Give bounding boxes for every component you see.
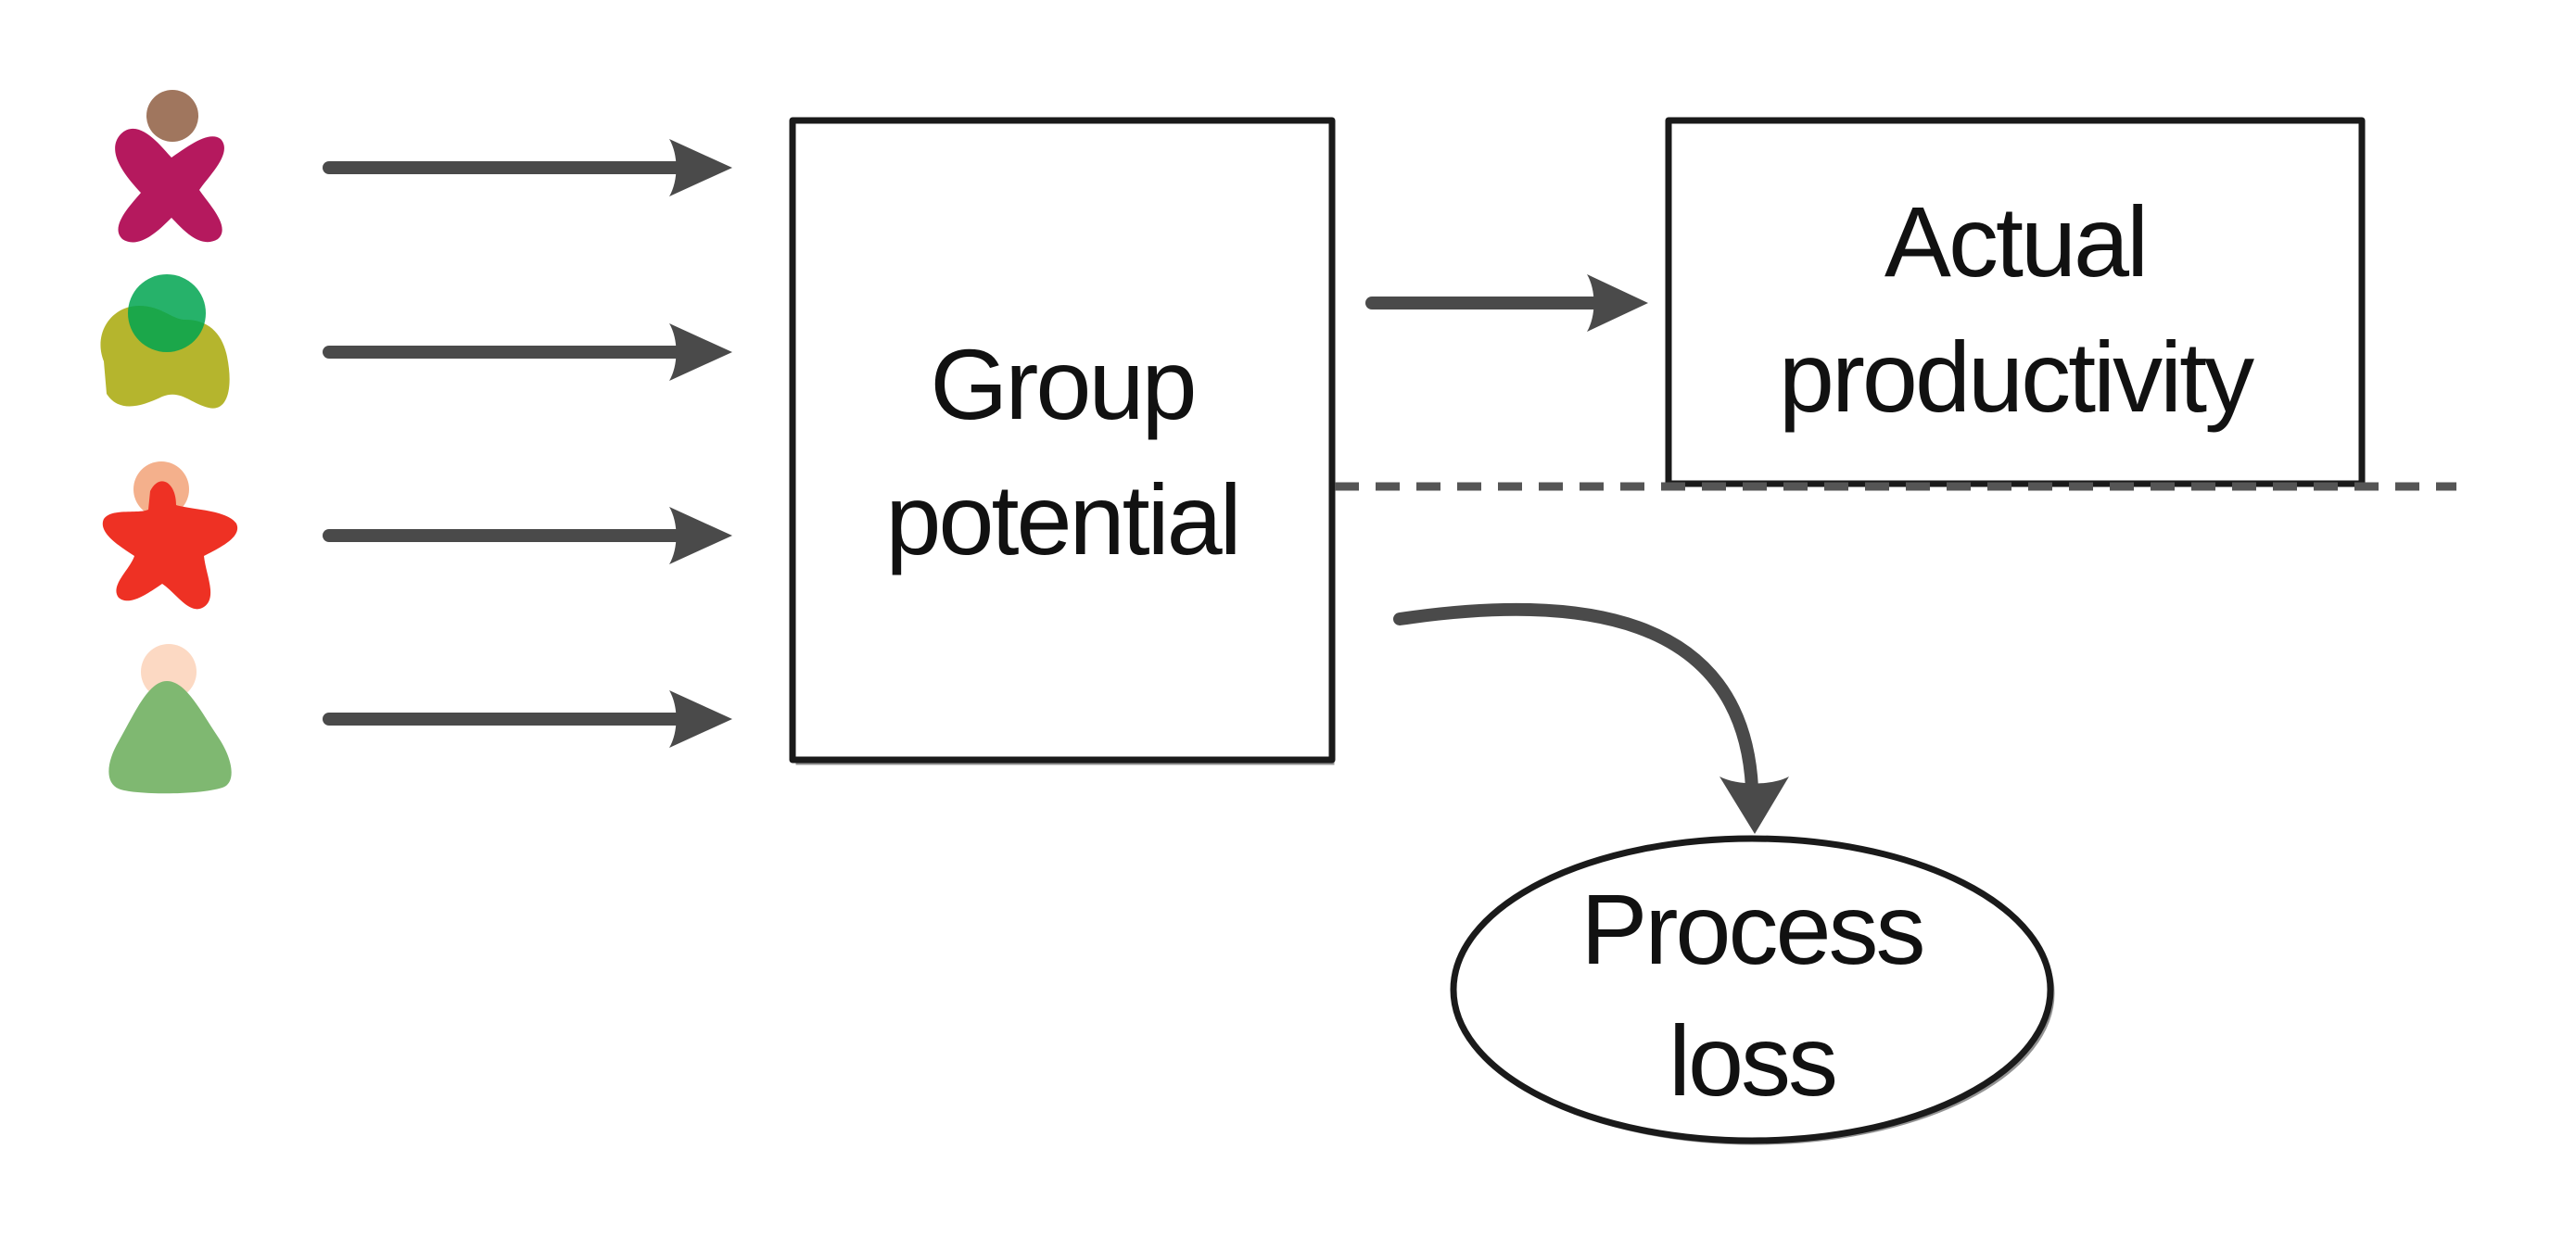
person-2-head: [128, 274, 206, 352]
process-loss-arrow: [1393, 602, 1789, 834]
person-x-shape-icon: [115, 90, 224, 243]
group-potential-label-line2: potential: [885, 463, 1238, 575]
process-loss-ellipse: Process loss: [1450, 835, 2055, 1145]
person-3-body: [102, 481, 238, 610]
person-1-body: [115, 128, 224, 243]
person-4-body: [108, 681, 232, 794]
actual-productivity-box: Actual productivity: [1665, 117, 2366, 487]
group-potential-box: Group potential: [789, 117, 1336, 765]
productivity-arrow: [1365, 274, 1648, 332]
person-star-shape-icon: [102, 461, 238, 610]
actual-productivity-label-line2: productivity: [1779, 321, 2254, 433]
input-arrow-3: [323, 507, 732, 564]
process-loss-label-line2: loss: [1669, 1004, 1835, 1117]
group-potential-label-line1: Group: [930, 328, 1194, 440]
input-arrow-2: [323, 323, 732, 381]
input-arrow-1: [323, 139, 732, 196]
actual-productivity-label-line1: Actual: [1884, 185, 2146, 297]
person-1-head: [146, 90, 198, 142]
input-arrow-4: [323, 690, 732, 748]
person-blob-shape-icon: [100, 274, 230, 409]
process-loss-label-line1: Process: [1580, 873, 1922, 985]
person-triangle-shape-icon: [108, 644, 232, 794]
